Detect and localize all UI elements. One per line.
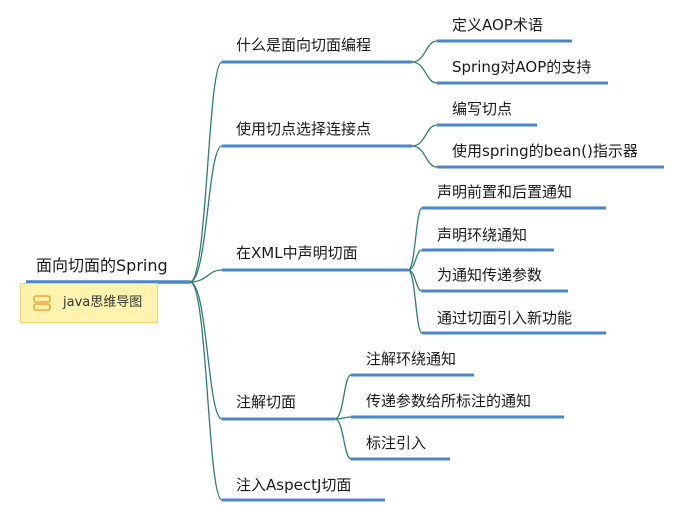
- branch-xml-aspects[interactable]: 在XML中声明切面: [236, 244, 358, 262]
- note-text: java思维导图: [63, 295, 143, 310]
- connector-branch-1-child-1: [411, 145, 438, 168]
- connector-root-branch-4: [189, 281, 223, 501]
- leaf-before-after-advice[interactable]: 声明前置和后置通知: [437, 183, 573, 201]
- leaf-write-pointcut[interactable]: 编写切点: [452, 100, 513, 118]
- root-topic[interactable]: 面向切面的Spring: [36, 256, 168, 275]
- connector-branch-3-child-0: [334, 374, 352, 420]
- leaf-annotated-around[interactable]: 注解环绕通知: [366, 350, 457, 368]
- leaf-bean-designator[interactable]: 使用spring的bean()指示器: [452, 142, 638, 160]
- connector-branch-0-child-1: [411, 61, 438, 84]
- leaf-around-advice[interactable]: 声明环绕通知: [437, 226, 528, 244]
- connector-branch-0-child-0: [411, 40, 438, 63]
- connector-branch-3-child-1: [334, 416, 352, 420]
- connector-branch-2-child-3: [407, 269, 423, 334]
- leaf-pass-parameters[interactable]: 为通知传递参数: [437, 266, 543, 284]
- leaf-introduce-feature[interactable]: 通过切面引入新功能: [437, 309, 573, 327]
- connector-root-branch-0: [189, 61, 223, 283]
- note-box[interactable]: java思维导图: [20, 283, 158, 323]
- branch-select-joinpoints[interactable]: 使用切点选择连接点: [236, 120, 372, 138]
- connector-root-branch-2: [189, 269, 223, 283]
- connector-branch-3-child-2: [334, 418, 352, 460]
- branch-inject-aspectj[interactable]: 注入AspectJ切面: [236, 476, 352, 494]
- connector-branch-1-child-0: [411, 124, 438, 147]
- connector-branch-2-child-1: [407, 249, 423, 271]
- leaf-aop-terms[interactable]: 定义AOP术语: [452, 16, 543, 34]
- connector-root-branch-1: [189, 145, 223, 283]
- note-icon: [33, 295, 51, 311]
- leaf-spring-aop-support[interactable]: Spring对AOP的支持: [452, 58, 592, 76]
- connector-root-branch-3: [189, 281, 223, 420]
- leaf-annotated-introduction[interactable]: 标注引入: [366, 434, 427, 452]
- connector-branch-2-child-0: [407, 207, 423, 271]
- branch-annotated-aspects[interactable]: 注解切面: [236, 393, 297, 411]
- leaf-annotated-params[interactable]: 传递参数给所标注的通知: [366, 392, 532, 410]
- branch-what-is-aop[interactable]: 什么是面向切面编程: [236, 36, 372, 54]
